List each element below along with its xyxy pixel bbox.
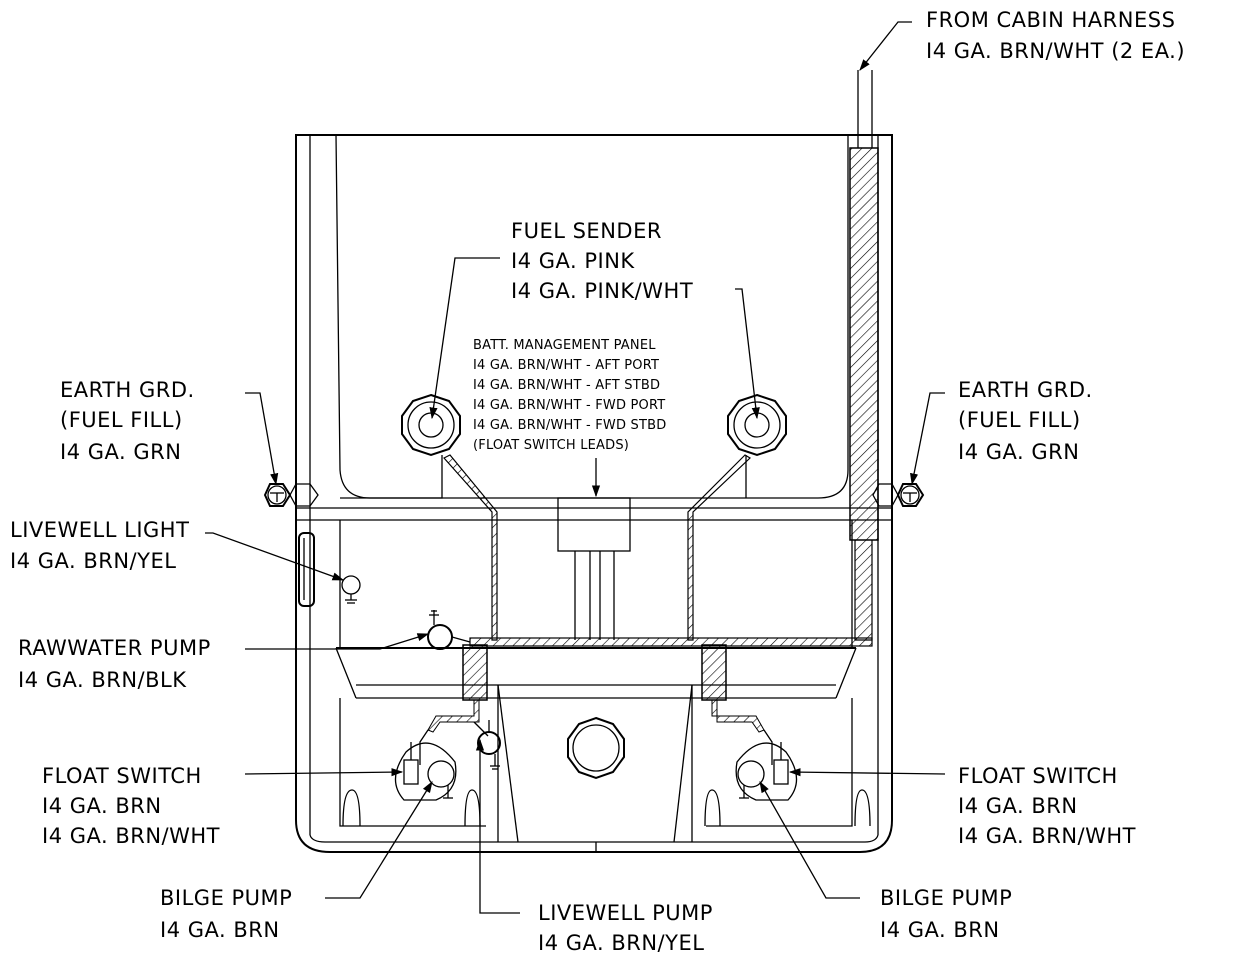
battery-management-panel-box [557, 497, 631, 552]
label-livewell-pump: LIVEWELL PUMP I4 GA. BRN/YEL [538, 901, 713, 955]
rawwater-pump-icon [427, 610, 471, 650]
svg-text:I4 GA. BRN/WHT - FWD PORT: I4 GA. BRN/WHT - FWD PORT [473, 398, 665, 413]
svg-text:EARTH GRD.: EARTH GRD. [958, 378, 1093, 402]
svg-text:I4 GA. BRN/WHT - FWD STBD: I4 GA. BRN/WHT - FWD STBD [473, 418, 666, 433]
svg-text:I4 GA. BRN/WHT: I4 GA. BRN/WHT [958, 824, 1136, 848]
fuel-fill-right-icon [872, 483, 899, 507]
svg-text:FUEL SENDER: FUEL SENDER [511, 219, 662, 243]
inspection-port-icon [567, 716, 625, 780]
label-bilge-pump-left: BILGE PUMP I4 GA. BRN [160, 886, 292, 942]
svg-text:FLOAT SWITCH: FLOAT SWITCH [42, 764, 202, 788]
label-earth-ground-left: EARTH GRD. (FUEL FILL) I4 GA. GRN [60, 378, 195, 464]
svg-text:I4 GA. BRN: I4 GA. BRN [42, 794, 162, 818]
svg-text:I4 GA. BRN/WHT - AFT PORT: I4 GA. BRN/WHT - AFT PORT [473, 358, 659, 373]
svg-text:I4 GA. PINK: I4 GA. PINK [511, 249, 635, 273]
svg-text:LIVEWELL LIGHT: LIVEWELL LIGHT [10, 518, 189, 542]
fuel-fill-left-icon [289, 483, 319, 507]
svg-text:EARTH GRD.: EARTH GRD. [60, 378, 195, 402]
svg-text:I4 GA. BRN/WHT (2 EA.): I4 GA. BRN/WHT (2 EA.) [926, 39, 1185, 63]
harness-runs [419, 70, 879, 765]
label-earth-ground-right: EARTH GRD. (FUEL FILL) I4 GA. GRN [958, 378, 1093, 464]
svg-text:FLOAT SWITCH: FLOAT SWITCH [958, 764, 1118, 788]
svg-text:I4 GA. BRN: I4 GA. BRN [880, 918, 1000, 942]
label-batt-management-panel: BATT. MANAGEMENT PANEL I4 GA. BRN/WHT - … [473, 338, 666, 453]
svg-text:BILGE PUMP: BILGE PUMP [160, 886, 292, 910]
svg-text:I4 GA. BRN: I4 GA. BRN [958, 794, 1078, 818]
svg-text:LIVEWELL PUMP: LIVEWELL PUMP [538, 901, 713, 925]
label-cabin-harness: FROM CABIN HARNESS I4 GA. BRN/WHT (2 EA.… [926, 8, 1185, 63]
label-fuel-sender: FUEL SENDER I4 GA. PINK I4 GA. PINK/WHT [511, 219, 693, 303]
leader-lines [205, 21, 946, 914]
svg-text:I4 GA. GRN: I4 GA. GRN [60, 440, 181, 464]
livewell-pump-icon [477, 720, 501, 770]
svg-text:I4 GA. BRN/YEL: I4 GA. BRN/YEL [538, 931, 704, 955]
label-bilge-pump-right: BILGE PUMP I4 GA. BRN [880, 886, 1012, 942]
label-float-switch-right: FLOAT SWITCH I4 GA. BRN I4 GA. BRN/WHT [958, 764, 1136, 848]
svg-text:I4 GA. BRN/YEL: I4 GA. BRN/YEL [10, 549, 176, 573]
label-rawwater-pump: RAWWATER PUMP I4 GA. BRN/BLK [18, 636, 211, 692]
svg-text:(FLOAT SWITCH LEADS): (FLOAT SWITCH LEADS) [473, 438, 629, 453]
svg-text:RAWWATER PUMP: RAWWATER PUMP [18, 636, 211, 660]
earth-ground-right-icon [896, 483, 925, 507]
label-float-switch-left: FLOAT SWITCH I4 GA. BRN I4 GA. BRN/WHT [42, 764, 220, 848]
svg-text:I4 GA. BRN/WHT - AFT STBD: I4 GA. BRN/WHT - AFT STBD [473, 378, 660, 393]
earth-ground-left-icon [263, 483, 292, 507]
label-livewell-light: LIVEWELL LIGHT I4 GA. BRN/YEL [10, 518, 189, 573]
fuel-sender-right-icon [727, 393, 787, 498]
fuel-sender-left-icon [340, 393, 461, 499]
livewell-light-icon [341, 575, 361, 604]
svg-text:I4 GA. PINK/WHT: I4 GA. PINK/WHT [511, 279, 693, 303]
svg-text:I4 GA. BRN/BLK: I4 GA. BRN/BLK [18, 668, 187, 692]
svg-text:I4 GA. BRN: I4 GA. BRN [160, 918, 280, 942]
svg-text:BATT. MANAGEMENT PANEL: BATT. MANAGEMENT PANEL [473, 338, 656, 353]
svg-text:BILGE PUMP: BILGE PUMP [880, 886, 1012, 910]
svg-text:I4 GA. BRN/WHT: I4 GA. BRN/WHT [42, 824, 220, 848]
svg-text:FROM CABIN HARNESS: FROM CABIN HARNESS [926, 8, 1175, 32]
svg-text:(FUEL FILL): (FUEL FILL) [958, 408, 1081, 432]
bilge-assembly-right-icon [735, 742, 798, 801]
svg-text:I4 GA. GRN: I4 GA. GRN [958, 440, 1079, 464]
svg-text:(FUEL FILL): (FUEL FILL) [60, 408, 183, 432]
